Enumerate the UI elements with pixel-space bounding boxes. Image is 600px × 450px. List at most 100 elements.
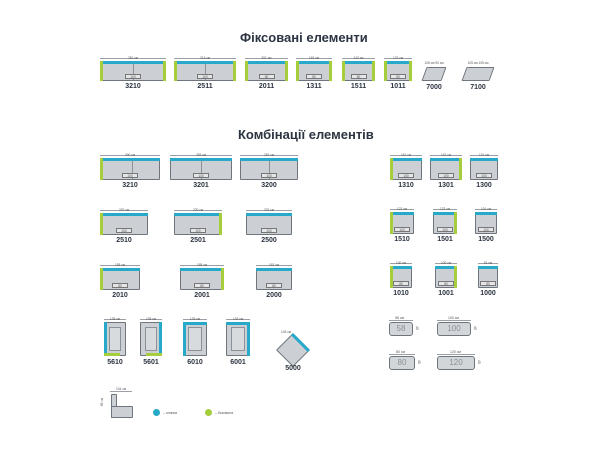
- dimension-label: 100 см: [396, 261, 406, 265]
- fixed-elements-heading: Фіксовані елементи: [240, 30, 368, 45]
- seat-depth-badge: 100: [122, 173, 138, 178]
- backrest: [299, 61, 329, 64]
- module-code: 6001: [230, 359, 246, 366]
- module-code: 1310: [398, 182, 414, 189]
- dimension-label: 135 см: [146, 317, 156, 321]
- module-code: 2010: [112, 292, 128, 299]
- armrest-right: [329, 61, 332, 81]
- dimension-line: [390, 263, 412, 264]
- seat-depth-badge: 100: [125, 74, 141, 79]
- backrest: [248, 61, 285, 64]
- armrest-left: [174, 61, 177, 81]
- backrest: [103, 213, 148, 216]
- dimension-label: 122 см: [393, 56, 403, 60]
- seat-divider: [269, 161, 270, 179]
- armrest-right: [285, 61, 288, 81]
- dimension-line: [475, 209, 497, 210]
- dimension-line: [100, 58, 166, 59]
- seat-depth-badge: 100: [476, 173, 492, 178]
- dimension-label: 220 см: [193, 208, 203, 212]
- dimension-line: [180, 265, 224, 266]
- dimension-label: 185 см: [197, 263, 207, 267]
- combinations-heading: Комбінації елементів: [238, 127, 374, 142]
- dimension-line: [470, 155, 498, 156]
- dimension-line: [245, 58, 288, 59]
- pouf-width-label: 80 см: [396, 350, 406, 354]
- pouf-height-label: 45: [472, 326, 477, 330]
- dimension-label: 220 см: [119, 208, 129, 212]
- seat-divider: [201, 161, 202, 179]
- module-code: 1311: [306, 83, 322, 90]
- module-code: 1300: [476, 182, 492, 189]
- dimension-label: 142 см: [441, 153, 451, 157]
- module-code: 5610: [107, 359, 123, 366]
- dimension-label: 135 см: [110, 317, 120, 321]
- backrest: [256, 268, 292, 271]
- backrest: [104, 322, 107, 356]
- seat-depth-badge: 80: [306, 74, 322, 79]
- legend-armrest-dot: [205, 409, 212, 416]
- armrest: [104, 353, 120, 356]
- backrest: [247, 322, 250, 356]
- dimension-line: [240, 155, 298, 156]
- pouf-width-label: 120 см: [450, 350, 461, 354]
- dimension-label: 262 см: [264, 153, 274, 157]
- seat-depth-badge: 80: [393, 281, 409, 286]
- dimension-line: [174, 210, 222, 211]
- legend-armrest-label: – боковина: [215, 411, 234, 415]
- pouf-height-label: 45: [414, 326, 419, 330]
- backrest: [183, 322, 207, 325]
- dimension-line: [435, 263, 457, 264]
- side-view-height-label: 85 см: [100, 397, 104, 407]
- pouf-58: 58: [389, 322, 413, 336]
- dimension-label: 162 см: [269, 263, 279, 267]
- ottoman-body: [461, 67, 495, 81]
- module-code: 2011: [258, 83, 275, 90]
- seat-depth-badge: 80: [194, 283, 210, 288]
- corner-seat: [188, 327, 202, 351]
- armrest-right: [372, 61, 375, 81]
- pouf-height-label: 45: [416, 360, 421, 364]
- corner-seat: [145, 327, 157, 351]
- backrest: [393, 266, 412, 269]
- backrest: [226, 322, 250, 325]
- backrest: [433, 212, 454, 215]
- dimension-line: [384, 58, 412, 59]
- module-code: 2510: [116, 237, 132, 244]
- seat-depth-badge: 100: [261, 173, 277, 178]
- dimension-line: [389, 354, 415, 355]
- backrest: [470, 158, 498, 161]
- side-view-seat: [111, 406, 133, 418]
- backrest: [393, 212, 414, 215]
- dimension-line: [100, 265, 140, 266]
- seat-depth-badge: 100: [116, 228, 132, 233]
- dimension-line: [256, 265, 292, 266]
- seat-depth-badge: 80: [112, 283, 128, 288]
- backrest: [387, 61, 409, 64]
- module-code: 1501: [437, 236, 453, 243]
- armrest-left: [100, 158, 103, 180]
- backrest: [177, 61, 233, 64]
- pouf-80: 80: [389, 356, 415, 370]
- dimension-line: [174, 58, 236, 59]
- seat-depth-badge: 100: [398, 173, 414, 178]
- dimension-label: 105 см 105 см: [467, 61, 489, 65]
- armrest-left: [100, 61, 103, 81]
- module-code: 1510: [394, 236, 410, 243]
- pouf-width-label: 100 см: [448, 316, 459, 320]
- module-code: 2511: [197, 83, 213, 90]
- dimension-label: 281 см: [128, 56, 138, 60]
- backrest: [183, 322, 186, 356]
- backrest: [103, 61, 163, 64]
- dimension-label: 101 см: [481, 207, 491, 211]
- armrest-right: [454, 266, 457, 288]
- dimension-label: 122 см: [440, 207, 450, 211]
- armrest-right: [459, 158, 462, 180]
- seat-depth-badge: 80: [258, 74, 275, 79]
- module-code: 2501: [190, 237, 206, 244]
- armrest: [146, 353, 162, 356]
- armrest-left: [390, 158, 393, 180]
- dimension-line: [437, 354, 475, 355]
- module-code: 6010: [187, 359, 203, 366]
- dimension-label: 214 см: [200, 56, 210, 60]
